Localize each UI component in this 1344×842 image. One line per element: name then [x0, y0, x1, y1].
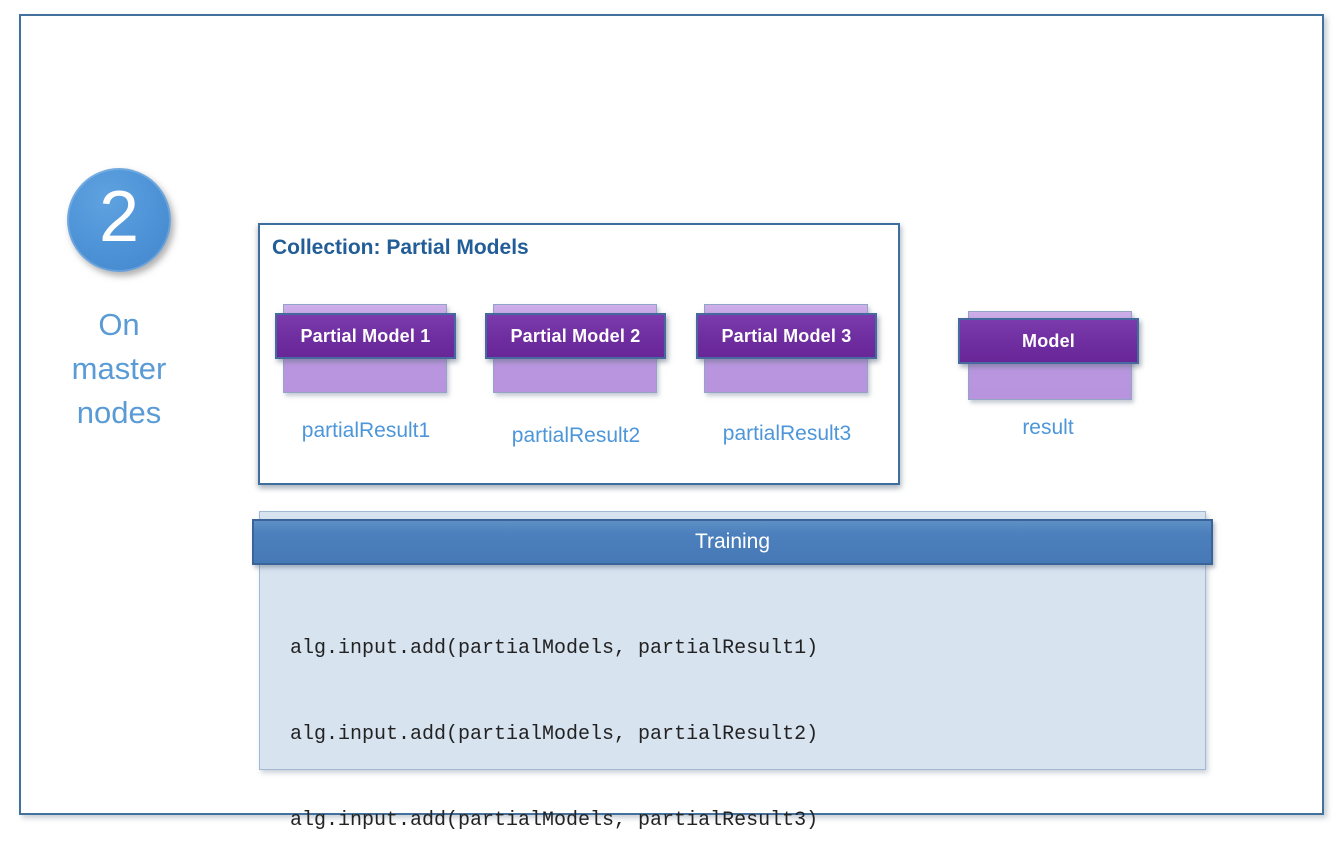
partial-model-group-3: Partial Model 3 [696, 304, 878, 394]
collection-title: Collection: Partial Models [272, 236, 529, 259]
partial-result-label-2: partialResult2 [511, 424, 641, 447]
model-box: Model [958, 318, 1139, 364]
step-badge-circle: 2 [67, 168, 171, 272]
result-label: result [1022, 416, 1074, 439]
partial-model-box-label: Partial Model 2 [510, 325, 641, 346]
partial-model-box-1: Partial Model 1 [275, 313, 456, 359]
partial-model-box-2: Partial Model 2 [485, 313, 666, 359]
partial-model-box-label: Partial Model 1 [300, 325, 431, 346]
partial-model-group-2: Partial Model 2 [485, 304, 667, 394]
step-label-line: nodes [76, 395, 162, 430]
partial-result-label-1: partialResult1 [301, 419, 431, 442]
model-box-label: Model [1022, 330, 1075, 351]
partial-model-box-label: Partial Model 3 [721, 325, 852, 346]
code-line: alg.input.add(partialModels, partialResu… [290, 636, 819, 660]
partial-model-box-3: Partial Model 3 [696, 313, 877, 359]
step-number: 2 [98, 177, 140, 257]
step-label-line: master [71, 351, 167, 386]
model-group: Model [958, 311, 1140, 401]
code-line: alg.input.add(partialModels, partialResu… [290, 809, 819, 833]
step-label-line: On [98, 307, 140, 342]
step-label: On master nodes [26, 303, 212, 435]
training-header-bar: Training [252, 519, 1213, 565]
code-line: alg.input.add(partialModels, partialResu… [290, 722, 819, 746]
training-title: Training [694, 530, 771, 553]
training-code-block: alg.input.add(partialModels, partialResu… [290, 577, 818, 842]
partial-model-group-1: Partial Model 1 [275, 304, 457, 394]
partial-result-label-3: partialResult3 [722, 422, 852, 445]
